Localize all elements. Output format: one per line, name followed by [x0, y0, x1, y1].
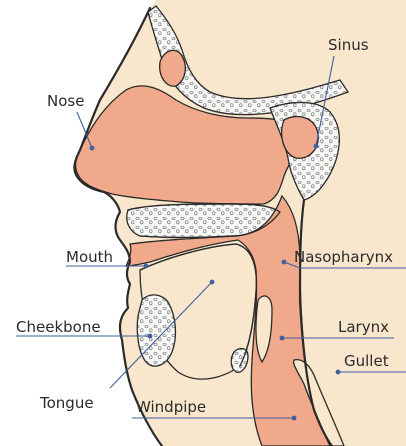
sinus-cavity	[282, 116, 319, 158]
label-larynx: Larynx	[338, 318, 389, 336]
leader-nose-dot	[90, 146, 95, 151]
label-sinus: Sinus	[328, 36, 369, 54]
label-mouth: Mouth	[66, 248, 113, 266]
leader-sinus-dot	[314, 144, 319, 149]
label-nasopharynx: Nasopharynx	[294, 248, 393, 266]
leader-mouth-dot	[144, 264, 149, 269]
jaw-bone	[137, 295, 175, 366]
label-cheekbone: Cheekbone	[16, 318, 101, 336]
frontal-sinus	[160, 50, 186, 86]
label-nose: Nose	[47, 92, 84, 110]
leader-gullet-dot	[336, 370, 341, 375]
label-tongue: Tongue	[39, 394, 94, 412]
leader-tongue-dot	[210, 280, 215, 285]
label-gullet: Gullet	[344, 352, 389, 370]
leader-nasopharynx-dot	[282, 260, 287, 265]
leader-cheekbone-dot	[148, 334, 153, 339]
label-windpipe: Windpipe	[136, 398, 206, 416]
leader-larynx-dot	[280, 336, 285, 341]
leader-windpipe-dot	[292, 416, 297, 421]
